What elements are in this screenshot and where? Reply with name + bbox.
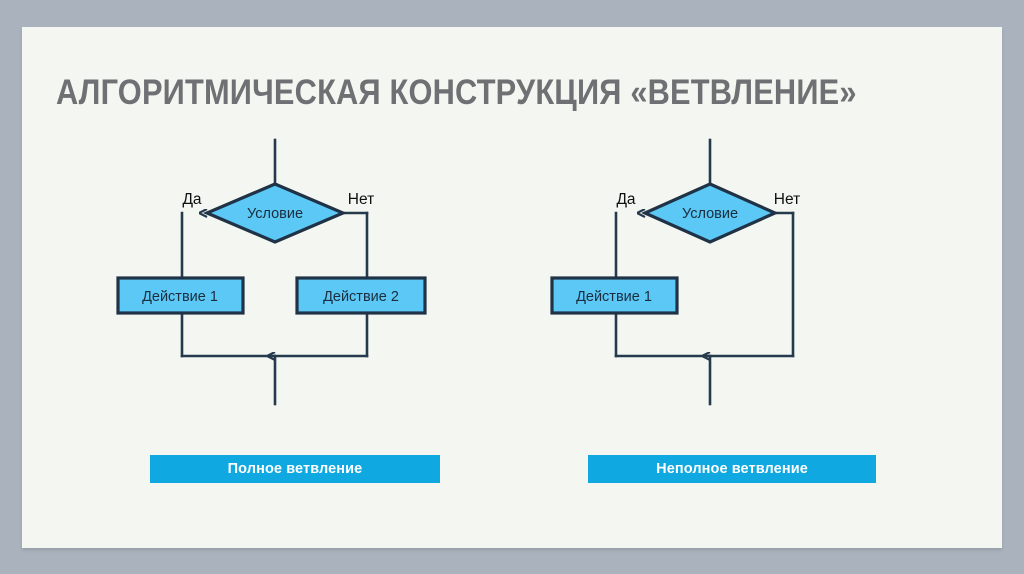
decision-diamond[interactable] — [202, 182, 348, 244]
caption-full-branching: Полное ветвление — [150, 455, 440, 483]
page-title: АЛГОРИТМИЧЕСКАЯ КОНСТРУКЦИЯ «ВЕТВЛЕНИЕ» — [56, 73, 857, 112]
action-box-3-label: Действие 1 — [576, 289, 652, 305]
action-box-1[interactable] — [116, 276, 245, 315]
connectors-partial-branching — [614, 138, 795, 406]
action-box-2[interactable] — [295, 276, 427, 315]
slide-canvas: АЛГОРИТМИЧЕСКАЯ КОНСТРУКЦИЯ «ВЕТВЛЕНИЕ» — [22, 27, 1002, 548]
flowchart-full-branching: Условие Да Нет Действие 1 Действие 2 — [116, 138, 800, 406]
decision-diamond-2[interactable] — [641, 182, 779, 244]
decision-label-2: Условие — [682, 206, 738, 222]
action-box-2-label: Действие 2 — [323, 289, 399, 305]
connectors-full-branching — [180, 138, 369, 406]
caption-partial-branching: Неполное ветвление — [588, 455, 876, 483]
yes-label: Да — [182, 191, 201, 208]
yes-label-2: Да — [616, 191, 635, 208]
action-box-3[interactable] — [550, 276, 679, 315]
decision-label: Условие — [247, 206, 303, 222]
no-label: Нет — [348, 191, 374, 208]
action-box-1-label: Действие 1 — [142, 289, 218, 305]
no-label-2: Нет — [774, 191, 800, 208]
